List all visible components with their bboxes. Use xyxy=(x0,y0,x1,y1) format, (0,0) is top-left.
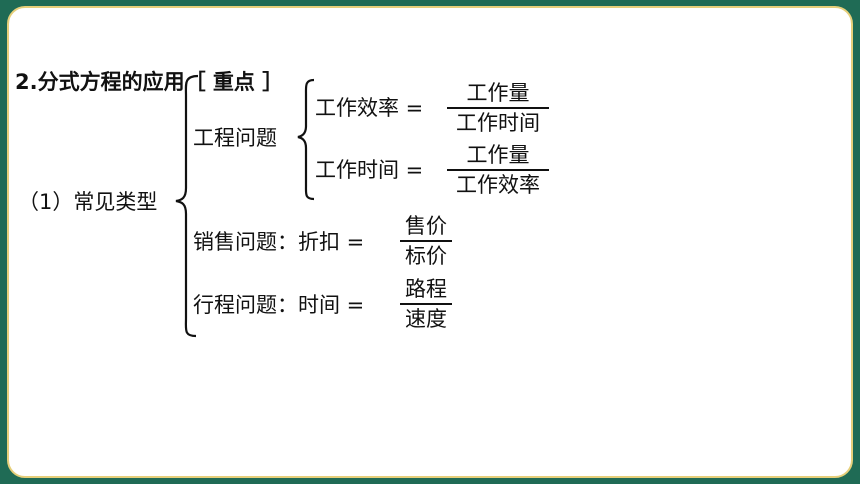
section-tag: ［ 重点 ］ xyxy=(184,70,284,94)
time-fraction: 工作量 工作效率 xyxy=(447,142,549,198)
engineering-brace xyxy=(297,78,315,201)
fraction-bar xyxy=(400,303,452,305)
fraction-bar xyxy=(400,240,452,242)
section-number: 2. xyxy=(15,70,38,94)
time-lhs: 工作时间 = xyxy=(315,158,424,182)
efficiency-fraction: 工作量 工作时间 xyxy=(447,80,549,136)
travel-lhs: 行程问题：时间 = xyxy=(193,293,365,317)
main-brace xyxy=(175,74,199,338)
fraction-bar xyxy=(447,107,549,109)
sales-lhs: 销售问题：折扣 = xyxy=(193,230,365,254)
fraction-denominator: 工作时间 xyxy=(456,111,540,135)
fraction-numerator: 工作量 xyxy=(466,143,530,167)
engineering-label: 工程问题 xyxy=(193,126,277,150)
efficiency-lhs: 工作效率 = xyxy=(315,96,424,120)
fraction-numerator: 工作量 xyxy=(466,81,530,105)
fraction-numerator: 路程 xyxy=(405,277,447,301)
fraction-denominator: 速度 xyxy=(405,307,447,331)
section-title: 2.分式方程的应用［ 重点 ］ xyxy=(15,66,283,96)
discount-fraction: 售价 标价 xyxy=(400,213,452,269)
fraction-denominator: 工作效率 xyxy=(456,173,540,197)
fraction-bar xyxy=(447,169,549,171)
fraction-denominator: 标价 xyxy=(405,244,447,268)
section-title-text: 分式方程的应用 xyxy=(37,70,185,94)
content-card xyxy=(7,6,853,478)
fraction-numerator: 售价 xyxy=(405,214,447,238)
travel-fraction: 路程 速度 xyxy=(400,276,452,332)
category-label: （1）常见类型 xyxy=(18,190,158,214)
